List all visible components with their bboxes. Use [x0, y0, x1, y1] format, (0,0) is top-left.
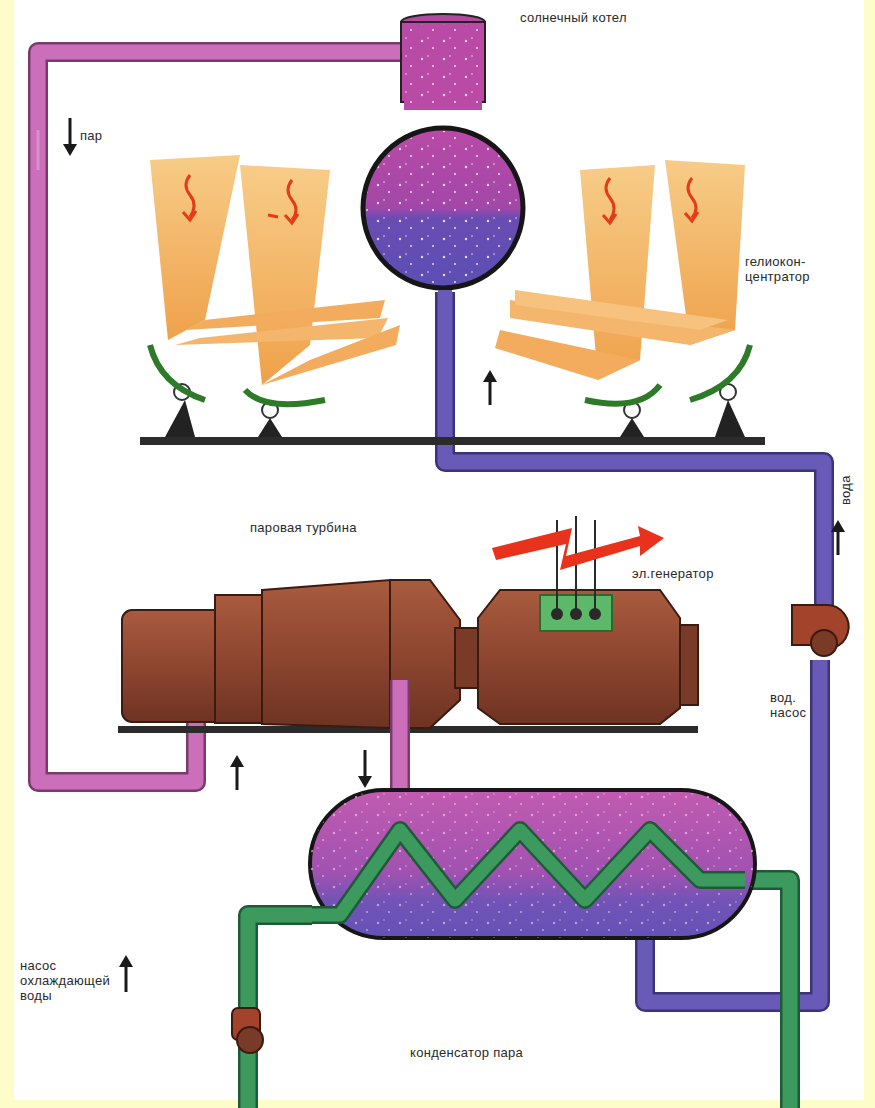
- flow-arrow: [63, 118, 845, 992]
- steam-condenser: [310, 790, 755, 938]
- part-label: насос охлаждающей воды: [20, 958, 115, 1003]
- mirror: [150, 345, 750, 437]
- flow-label: пар: [80, 128, 120, 143]
- part-label: эл.генератор: [632, 566, 752, 581]
- part-label: паровая турбина: [250, 520, 400, 535]
- part-label: конденсатор пара: [410, 1045, 590, 1060]
- steam-pipe: [38, 52, 405, 782]
- concentrator-base: [140, 437, 765, 445]
- lightning-arrow: [492, 526, 664, 570]
- steam-pipe: [38, 52, 405, 782]
- part-label: гелиокон- центратор: [745, 254, 845, 284]
- flow-label: вода: [838, 475, 853, 505]
- cooling-pump: [232, 1008, 263, 1053]
- water-pump: [792, 605, 849, 656]
- part-label: вод. насос: [770, 690, 830, 720]
- sheet: [14, 0, 864, 1100]
- part-label: солнечный котел: [520, 10, 630, 25]
- solar-boiler: [363, 14, 523, 296]
- electric-generator: [478, 516, 698, 724]
